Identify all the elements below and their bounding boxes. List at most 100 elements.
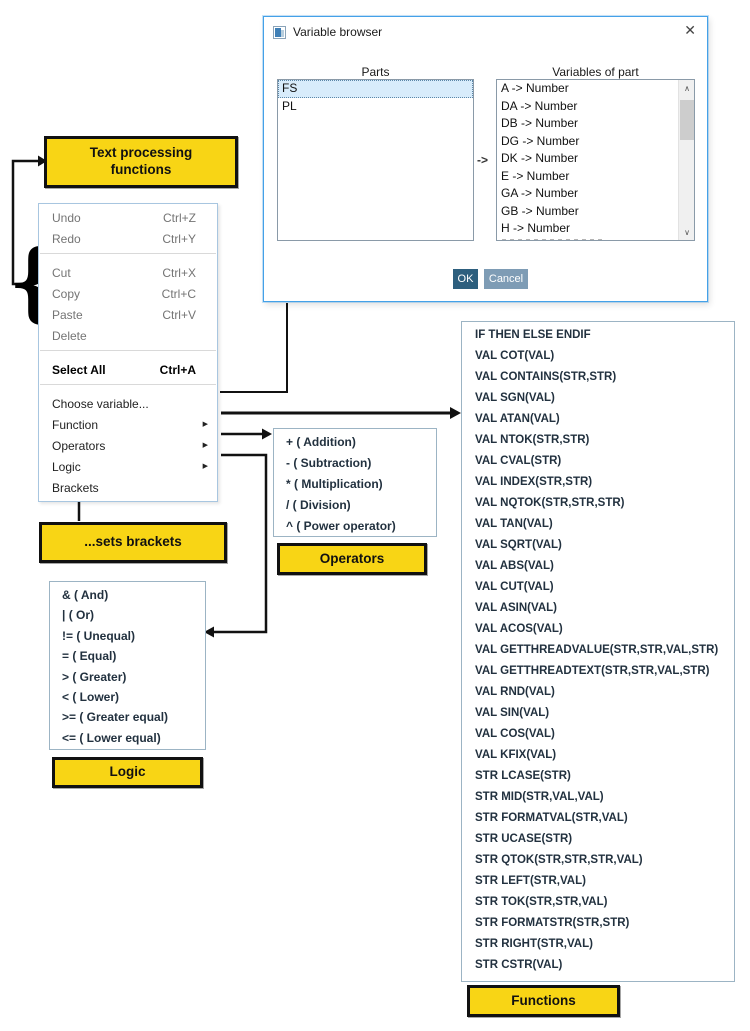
- scroll-up-icon[interactable]: ∧: [684, 83, 690, 93]
- menu-item[interactable]: Copy Ctrl+C: [39, 283, 217, 304]
- menu-item[interactable]: [39, 384, 217, 393]
- menu-item[interactable]: Redo Ctrl+Y: [39, 228, 217, 249]
- parts-list-item[interactable]: FS: [278, 80, 473, 98]
- functions-submenu-item[interactable]: VAL CONTAINS(STR,STR): [475, 371, 617, 383]
- variable-list-item[interactable]: E -> Number: [501, 168, 570, 183]
- functions-submenu-item[interactable]: VAL GETTHREADVALUE(STR,STR,VAL,STR): [475, 644, 719, 656]
- menu-item-label: Copy: [52, 286, 81, 301]
- menu-item[interactable]: Delete: [39, 325, 217, 346]
- menu-item-label: Operators: [52, 438, 106, 453]
- functions-submenu-item[interactable]: VAL KFIX(VAL): [475, 749, 557, 761]
- scrollbar-thumb[interactable]: [680, 100, 694, 140]
- functions-submenu-item[interactable]: STR QTOK(STR,STR,STR,VAL): [475, 854, 643, 866]
- menu-item[interactable]: Paste Ctrl+V: [39, 304, 217, 325]
- variable-list-item[interactable]: DB -> Number: [501, 116, 579, 130]
- menu-item[interactable]: Logic ▶: [39, 456, 217, 477]
- functions-submenu-item[interactable]: STR RIGHT(STR,VAL): [475, 938, 593, 950]
- close-icon[interactable]: ✕: [684, 22, 696, 38]
- operators-submenu-item[interactable]: / ( Division): [286, 498, 351, 512]
- logic-submenu-item[interactable]: > ( Greater): [62, 669, 127, 684]
- functions-submenu-item[interactable]: VAL TAN(VAL): [475, 518, 553, 530]
- ok-button[interactable]: OK: [453, 269, 478, 289]
- menu-item-label: Select All: [52, 362, 106, 377]
- variables-column-label: Variables of part: [552, 65, 639, 79]
- dialog-titlebar[interactable]: Variable browser ✕: [264, 17, 707, 47]
- functions-submenu-item[interactable]: VAL INDEX(STR,STR): [475, 476, 593, 488]
- annotation-sets-brackets: ...sets brackets: [39, 522, 227, 563]
- menu-item-shortcut: Ctrl+X: [162, 265, 196, 280]
- logic-submenu-item[interactable]: < ( Lower): [62, 689, 120, 704]
- operators-submenu-item[interactable]: ^ ( Power operator): [286, 519, 396, 533]
- menu-item-label: Logic: [52, 459, 81, 474]
- functions-submenu-item[interactable]: VAL GETTHREADTEXT(STR,STR,VAL,STR): [475, 665, 710, 677]
- functions-submenu-item[interactable]: VAL SQRT(VAL): [475, 539, 562, 551]
- logic-submenu-item[interactable]: & ( And): [62, 588, 109, 602]
- functions-submenu-item[interactable]: VAL COT(VAL): [475, 350, 555, 362]
- scrollbar[interactable]: ∧ ∨: [678, 80, 694, 240]
- submenu-arrow-icon: ▶: [202, 463, 208, 470]
- functions-submenu-item[interactable]: VAL ACOS(VAL): [475, 623, 563, 635]
- scroll-down-icon[interactable]: ∨: [684, 227, 690, 237]
- menu-item[interactable]: Select All Ctrl+A: [39, 359, 217, 380]
- logic-submenu-item[interactable]: | ( Or): [62, 608, 95, 623]
- parts-list-item[interactable]: PL: [282, 98, 297, 113]
- functions-submenu-item[interactable]: VAL SIN(VAL): [475, 707, 550, 719]
- variable-list-item[interactable]: GA -> Number: [501, 186, 579, 200]
- variable-list-item[interactable]: DK -> Number: [501, 151, 579, 165]
- variable-list-item[interactable]: DA -> Number: [501, 98, 578, 113]
- operators-submenu-item[interactable]: + ( Addition): [286, 435, 356, 449]
- functions-submenu-item[interactable]: VAL CUT(VAL): [475, 581, 554, 593]
- connector-choose-variable-to-dialog: [220, 303, 288, 393]
- functions-submenu-item[interactable]: VAL ABS(VAL): [475, 560, 554, 572]
- variables-rows: A -> Number DA -> Number DB -> Number DG ->…: [497, 80, 678, 238]
- operators-submenu: + ( Addition) - ( Subtraction) * ( Multipl…: [273, 428, 437, 537]
- functions-submenu-item[interactable]: STR FORMATSTR(STR,STR): [475, 917, 630, 929]
- logic-submenu-item[interactable]: != ( Unequal): [62, 628, 136, 643]
- functions-submenu-item[interactable]: VAL ATAN(VAL): [475, 413, 560, 425]
- cancel-button[interactable]: Cancel: [484, 269, 528, 289]
- menu-item-label: Delete: [52, 328, 87, 343]
- dialog-title: Variable browser: [293, 25, 383, 39]
- functions-submenu-item[interactable]: VAL COS(VAL): [475, 728, 555, 740]
- menu-item[interactable]: [39, 350, 217, 359]
- functions-submenu-item[interactable]: VAL ASIN(VAL): [475, 602, 557, 614]
- functions-submenu-item[interactable]: IF THEN ELSE ENDIF: [475, 329, 591, 341]
- functions-submenu-item[interactable]: STR LCASE(STR): [475, 770, 571, 782]
- menu-item[interactable]: Cut Ctrl+X: [39, 262, 217, 283]
- parts-column-label: Parts: [361, 65, 390, 79]
- menu-item[interactable]: Brackets: [39, 477, 217, 498]
- menu-item[interactable]: Undo Ctrl+Z: [39, 207, 217, 228]
- functions-submenu-item[interactable]: STR LEFT(STR,VAL): [475, 875, 586, 887]
- menu-item-shortcut: Ctrl+A: [159, 362, 196, 377]
- arrowhead-operators: [262, 428, 272, 440]
- logic-submenu-item[interactable]: >= ( Greater equal): [62, 710, 169, 725]
- functions-submenu-item[interactable]: VAL RND(VAL): [475, 686, 555, 698]
- menu-item[interactable]: Function ▶: [39, 414, 217, 435]
- menu-item[interactable]: Choose variable...: [39, 393, 217, 414]
- menu-item[interactable]: Operators ▶: [39, 435, 217, 456]
- variable-list-item[interactable]: H -> Number: [501, 221, 571, 235]
- functions-submenu-item[interactable]: STR UCASE(STR): [475, 833, 573, 845]
- variable-list-item[interactable]: DG -> Number: [501, 133, 580, 148]
- menu-item-label: Paste: [52, 307, 83, 322]
- functions-submenu-item[interactable]: STR FORMATVAL(STR,VAL): [475, 812, 628, 824]
- annotation-text-processing: Text processing functions: [44, 136, 238, 188]
- functions-submenu-item[interactable]: STR MID(STR,VAL,VAL): [475, 791, 604, 803]
- logic-submenu-item[interactable]: <= ( Lower equal): [62, 730, 161, 745]
- variable-list-item[interactable]: GB -> Number: [501, 203, 579, 218]
- functions-submenu-item[interactable]: VAL NTOK(STR,STR): [475, 434, 590, 446]
- functions-submenu-item[interactable]: STR TOK(STR,STR,VAL): [475, 896, 608, 908]
- functions-submenu-item[interactable]: VAL CVAL(STR): [475, 455, 562, 467]
- functions-submenu-item[interactable]: STR CSTR(VAL): [475, 959, 563, 971]
- menu-item-shortcut: Ctrl+C: [161, 286, 196, 301]
- logic-submenu-item[interactable]: = ( Equal): [62, 649, 117, 664]
- menu-item-label: Cut: [52, 265, 71, 280]
- operators-submenu-item[interactable]: * ( Multiplication): [286, 477, 383, 491]
- functions-submenu-item[interactable]: VAL NQTOK(STR,STR,STR): [475, 497, 625, 509]
- variable-list-item[interactable]: A -> Number: [501, 81, 569, 95]
- operators-submenu-item[interactable]: - ( Subtraction): [286, 456, 372, 470]
- functions-submenu-item[interactable]: VAL SGN(VAL): [475, 392, 555, 404]
- context-menu: Undo Ctrl+Z Redo Ctrl+Y Cut Ctrl+X Copy …: [38, 203, 218, 502]
- menu-item[interactable]: [39, 253, 217, 262]
